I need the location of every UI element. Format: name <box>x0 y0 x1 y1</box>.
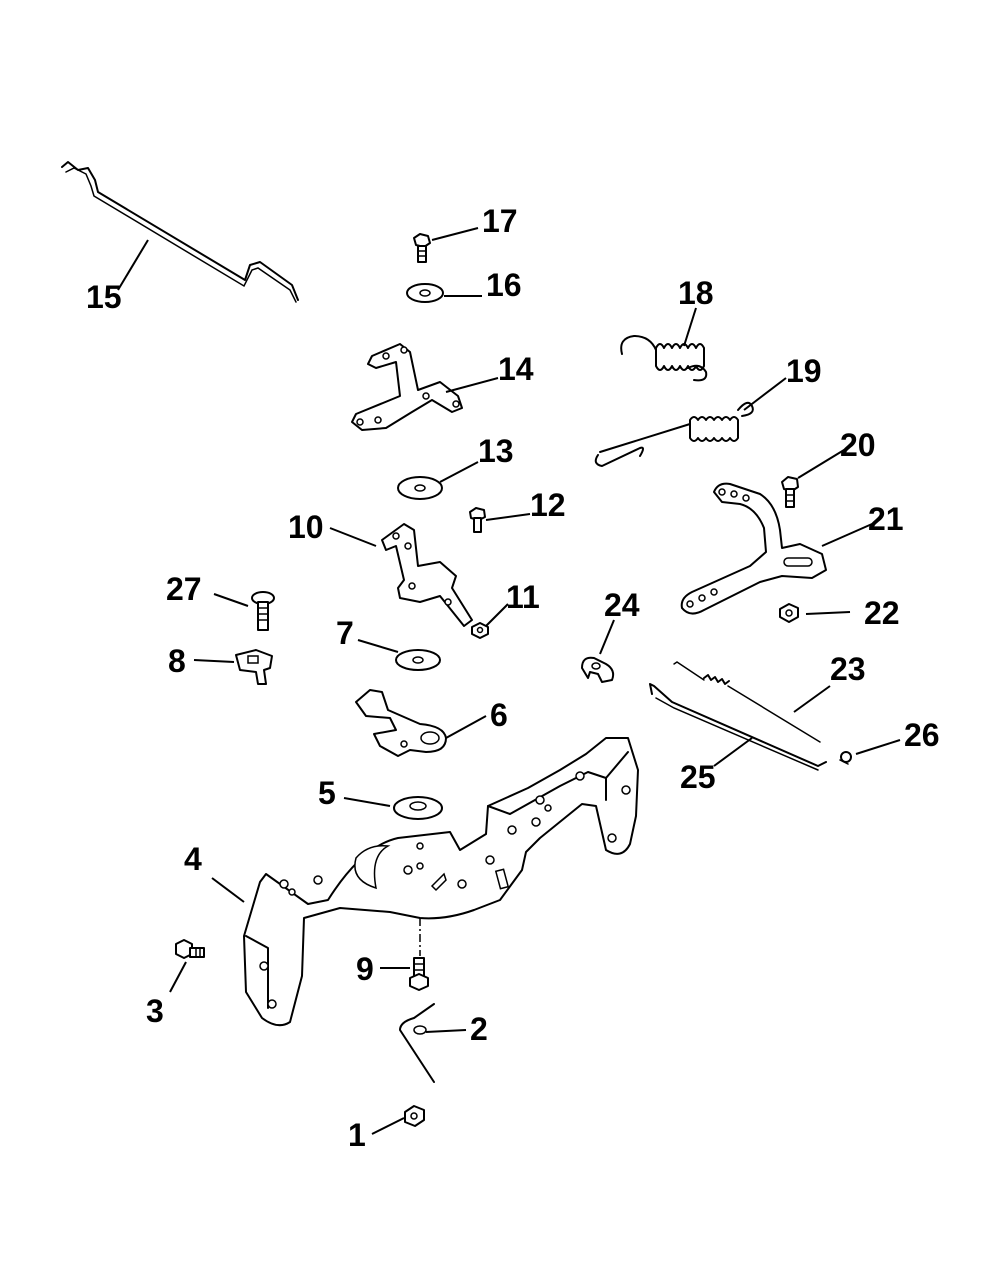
part-13-washer <box>397 476 443 500</box>
callout-6: 6 <box>490 697 508 733</box>
callout-8: 8 <box>168 643 186 679</box>
callout-7: 7 <box>336 615 354 651</box>
callout-21: 21 <box>868 501 904 537</box>
leader-lines <box>117 227 901 1135</box>
part-21-throttle-plate <box>680 482 827 615</box>
leader-3 <box>169 961 187 993</box>
part-19-long-spring <box>594 401 754 467</box>
leader-12 <box>485 513 531 521</box>
callout-19: 19 <box>786 353 822 389</box>
part-22-nut <box>779 603 799 623</box>
part-27-screw <box>251 591 275 631</box>
callout-14: 14 <box>498 351 534 387</box>
leader-19 <box>743 377 787 411</box>
leader-20 <box>797 449 845 479</box>
part-9-screw <box>409 957 429 991</box>
part-14-bracket <box>351 343 463 431</box>
leader-10 <box>329 527 377 547</box>
callout-3: 3 <box>146 993 164 1029</box>
part-26-push-nut <box>839 751 852 765</box>
leader-6 <box>445 715 487 739</box>
callout-16: 16 <box>486 267 522 303</box>
part-4-main-bracket <box>243 737 639 1027</box>
part-16-washer <box>406 283 444 303</box>
part-8-clip <box>235 649 273 685</box>
part-18-spring <box>620 335 708 382</box>
part-23-cable <box>673 661 821 743</box>
leader-8 <box>193 659 235 663</box>
leader-11 <box>485 603 509 627</box>
leader-21 <box>821 523 873 547</box>
leader-27 <box>213 593 249 607</box>
leader-14 <box>445 377 499 393</box>
leader-22 <box>805 611 851 615</box>
leader-13 <box>439 461 479 483</box>
callout-22: 22 <box>864 595 900 631</box>
leader-17 <box>431 227 479 241</box>
callout-9: 9 <box>356 951 374 987</box>
part-25-rod <box>649 683 827 771</box>
leader-5 <box>343 797 391 807</box>
leader-15 <box>117 239 149 291</box>
part-17-bolt <box>413 233 431 263</box>
callout-2: 2 <box>470 1011 488 1047</box>
callout-5: 5 <box>318 775 336 811</box>
part-12-bolt <box>469 507 486 533</box>
callout-4: 4 <box>184 841 202 877</box>
part-3-bolt <box>175 939 205 959</box>
part-6-lever-bracket <box>355 689 447 757</box>
callout-15: 15 <box>86 279 122 315</box>
leader-18 <box>683 307 697 347</box>
part-10-lever <box>381 523 473 627</box>
callout-labels: 1 2 3 4 5 6 7 8 9 10 11 12 13 14 15 16 1… <box>86 203 940 1153</box>
callout-1: 1 <box>348 1117 366 1153</box>
leader-2 <box>425 1029 467 1033</box>
callout-24: 24 <box>604 587 640 623</box>
callout-20: 20 <box>840 427 876 463</box>
leader-23 <box>793 685 831 713</box>
part-20-bolt <box>781 476 799 508</box>
leader-7 <box>357 639 399 653</box>
callout-17: 17 <box>482 203 518 239</box>
callout-13: 13 <box>478 433 514 469</box>
leader-26 <box>855 739 901 755</box>
part-11-nut <box>471 622 489 639</box>
part-7-washer <box>395 649 441 671</box>
part-24-clamp <box>581 656 615 683</box>
callout-23: 23 <box>830 651 866 687</box>
leader-1 <box>371 1117 405 1135</box>
part-1-nut <box>404 1105 425 1127</box>
callout-27: 27 <box>166 571 202 607</box>
callout-25: 25 <box>680 759 716 795</box>
callout-10: 10 <box>288 509 324 545</box>
leader-25 <box>713 737 753 767</box>
part-5-washer <box>393 796 443 820</box>
callout-12: 12 <box>530 487 566 523</box>
leader-4 <box>211 877 245 903</box>
part-2-spring-clip <box>399 1003 435 1083</box>
callout-18: 18 <box>678 275 714 311</box>
part-15-linkage-rod <box>61 161 299 303</box>
callout-11: 11 <box>506 579 540 615</box>
callout-26: 26 <box>904 717 940 753</box>
leader-24 <box>599 619 615 655</box>
